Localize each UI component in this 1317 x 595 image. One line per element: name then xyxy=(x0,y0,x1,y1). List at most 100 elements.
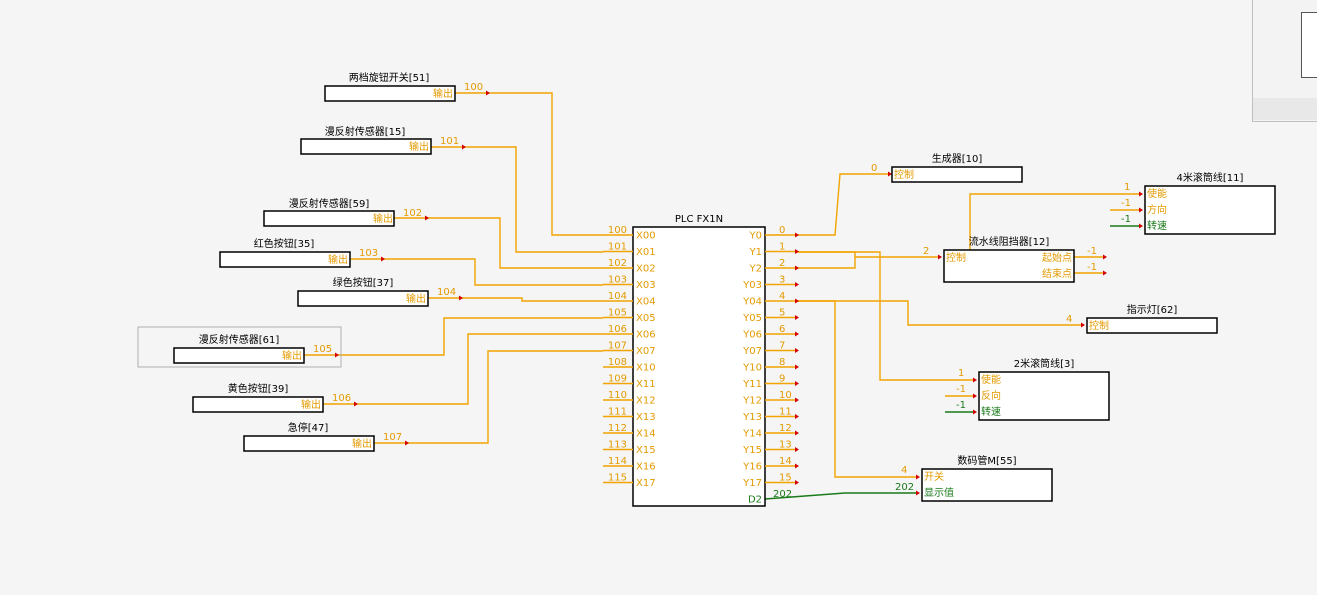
input-block-title: 漫反射传感器[61] xyxy=(199,333,280,346)
plc-output-pin[interactable]: Y13 xyxy=(742,412,762,423)
plc-output-pin[interactable]: Y15 xyxy=(742,445,762,456)
plc-block[interactable]: PLC FX1N X00100X01101X02102X03103X04104X… xyxy=(603,214,799,507)
input-block-4[interactable]: 绿色按钮[37] 输出 xyxy=(297,276,429,307)
arrow-icon xyxy=(381,256,385,262)
output-port-label: 输出 xyxy=(301,398,321,411)
input-block-7[interactable]: 急停[47] 输出 xyxy=(243,421,375,452)
input-block-3[interactable]: 红色按钮[35] 输出 xyxy=(219,237,351,268)
input-block-title: 红色按钮[35] xyxy=(254,237,315,250)
plc-output-pin[interactable]: Y16 xyxy=(742,462,762,473)
arrow-icon xyxy=(1103,254,1107,260)
plc-output-address: 13 xyxy=(779,440,792,451)
conveyor2-block[interactable]: 2米滚筒线[3] 使能 反向 转速 xyxy=(978,357,1110,421)
plc-title: PLC FX1N xyxy=(675,214,723,225)
plc-input-pin[interactable]: X14 xyxy=(636,429,656,440)
plc-output-pin[interactable]: Y0 xyxy=(749,231,762,242)
conveyor4-block[interactable]: 4米滚筒线[11] 使能 方向 转速 xyxy=(1144,171,1276,235)
signal-wire[interactable] xyxy=(795,257,856,269)
plc-input-pin[interactable]: X03 xyxy=(636,280,656,291)
plc-input-pin[interactable]: X06 xyxy=(636,330,656,341)
signal-wire[interactable] xyxy=(795,251,940,258)
plc-output-pin[interactable]: Y03 xyxy=(742,280,762,291)
arrow-icon xyxy=(795,381,799,386)
signal-wire[interactable] xyxy=(374,350,603,444)
plc-input-pin[interactable]: X01 xyxy=(636,247,656,258)
wire-address: 105 xyxy=(313,344,332,355)
plc-input-pin[interactable]: X17 xyxy=(636,478,656,489)
signal-wire[interactable] xyxy=(428,297,603,302)
input-port-label: 控制 xyxy=(1089,319,1109,332)
plc-output-address: 2 xyxy=(779,258,785,269)
plc-output-pin[interactable]: Y11 xyxy=(742,379,762,390)
plc-output-pin[interactable]: Y17 xyxy=(742,478,762,489)
wire-address: 101 xyxy=(440,136,459,147)
input-port-label: 转速 xyxy=(1147,219,1167,232)
plc-input-pin[interactable]: X05 xyxy=(636,313,656,324)
signal-wire[interactable] xyxy=(455,92,603,236)
wire-address: -1 xyxy=(1121,198,1131,209)
plc-output-pin[interactable]: Y10 xyxy=(742,363,762,374)
plc-input-pin[interactable]: X07 xyxy=(636,346,656,357)
arrow-icon xyxy=(795,364,799,370)
arrow-icon xyxy=(462,144,466,150)
plc-input-pin[interactable]: X13 xyxy=(636,412,656,423)
plc-input-address: 106 xyxy=(608,324,627,335)
wire-address: 103 xyxy=(359,248,378,259)
arrow-icon xyxy=(938,254,942,260)
plc-input-pin[interactable]: X04 xyxy=(636,297,656,308)
plc-output-pin[interactable]: Y05 xyxy=(742,313,762,324)
arrow-icon xyxy=(795,397,799,403)
display-block[interactable]: 数码管M[55] 开关 显示值 xyxy=(921,454,1053,502)
input-block-0[interactable]: 两档旋钮开关[51] 输出 xyxy=(324,71,456,102)
signal-wire[interactable] xyxy=(795,173,890,236)
plc-input-pin[interactable]: X02 xyxy=(636,264,656,275)
panel-footer xyxy=(1253,98,1317,120)
block-title: 指示灯[62] xyxy=(1127,303,1178,316)
input-block-5[interactable]: 漫反射传感器[61] 输出 xyxy=(137,326,342,368)
input-port-label: 反向 xyxy=(981,389,1001,402)
plc-output-pin[interactable]: Y06 xyxy=(742,330,762,341)
plc-input-pin[interactable]: X00 xyxy=(636,231,656,242)
data-wire[interactable] xyxy=(764,492,918,500)
input-port-label: 转速 xyxy=(981,405,1001,418)
input-block-6[interactable]: 黄色按钮[39] 输出 xyxy=(192,382,324,413)
signal-wire[interactable] xyxy=(323,333,603,405)
wire-address: 4 xyxy=(1066,314,1072,325)
signal-wire[interactable] xyxy=(795,300,1083,326)
input-port-label: 方向 xyxy=(1147,203,1167,216)
input-block-1[interactable]: 漫反射传感器[15] 输出 xyxy=(300,125,432,155)
signal-wire[interactable] xyxy=(304,317,603,356)
plc-output-address: 8 xyxy=(779,357,785,368)
properties-panel[interactable] xyxy=(1252,0,1317,122)
plc-input-pin[interactable]: X16 xyxy=(636,462,656,473)
plc-input-pin[interactable]: X15 xyxy=(636,445,656,456)
stopper-block[interactable]: 流水线阻挡器[12] 控制 起始点 结束点 xyxy=(943,235,1075,283)
input-block-2[interactable]: 漫反射传感器[59] 输出 xyxy=(263,197,395,227)
plc-output-pin[interactable]: Y2 xyxy=(749,264,762,275)
plc-output-pin[interactable]: Y14 xyxy=(742,429,762,440)
wire-address: 202 xyxy=(895,482,914,493)
plc-data-pin[interactable]: D2 xyxy=(748,495,762,506)
plc-output-address: 11 xyxy=(779,407,792,418)
plc-input-pin[interactable]: X12 xyxy=(636,396,656,407)
indicator-block[interactable]: 指示灯[62] 控制 xyxy=(1086,303,1218,334)
plc-input-address: 109 xyxy=(608,374,627,385)
plc-output-pin[interactable]: Y12 xyxy=(742,396,762,407)
plc-input-pin[interactable]: X11 xyxy=(636,379,656,390)
input-port-label: 控制 xyxy=(946,251,966,264)
wire-address: 107 xyxy=(383,432,402,443)
signal-wire[interactable] xyxy=(350,258,603,286)
signal-wire[interactable] xyxy=(431,146,603,253)
plc-input-pin[interactable]: X10 xyxy=(636,363,656,374)
plc-output-pin[interactable]: Y04 xyxy=(742,297,762,308)
plc-input-address: 113 xyxy=(608,440,627,451)
generator-block[interactable]: 生成器[10] 控制 xyxy=(891,152,1023,183)
plc-output-pin[interactable]: Y07 xyxy=(742,346,762,357)
arrow-icon xyxy=(486,90,490,96)
input-port-label: 使能 xyxy=(981,373,1001,386)
signal-wire[interactable] xyxy=(795,251,975,381)
plc-output-pin[interactable]: Y1 xyxy=(749,247,762,258)
signal-wire[interactable] xyxy=(394,217,603,269)
signal-wire[interactable] xyxy=(795,300,918,478)
